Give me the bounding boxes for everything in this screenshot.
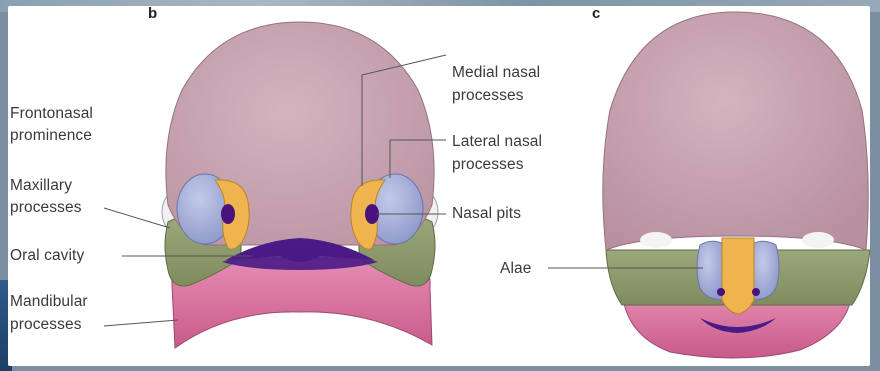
label-medial-nasal-line1: Medial nasal — [452, 63, 540, 82]
label-frontonasal-line2: prominence — [10, 126, 92, 145]
medial-nasal-c — [722, 238, 754, 314]
label-frontonasal-line1: Frontonasal — [10, 104, 93, 123]
label-mandibular-line1: Mandibular — [10, 292, 88, 311]
panel-c-drawing — [548, 12, 870, 358]
label-maxillary-line2: processes — [10, 198, 82, 217]
label-medial-nasal-line2: processes — [452, 86, 524, 105]
label-alae: Alae — [500, 259, 531, 278]
nostril-right-c — [752, 288, 760, 296]
head-c — [603, 12, 868, 250]
leader-mandibular — [104, 320, 178, 326]
eye-spot-right-c — [802, 232, 834, 248]
label-mandibular-line2: processes — [10, 315, 82, 334]
label-oral-cavity: Oral cavity — [10, 246, 84, 265]
label-lateral-nasal-line2: processes — [452, 155, 524, 174]
leader-maxillary — [104, 208, 170, 228]
panel-b-drawing — [104, 22, 446, 348]
eye-spot-left-c — [640, 232, 672, 248]
label-lateral-nasal-line1: Lateral nasal — [452, 132, 542, 151]
panel-letter-b: b — [148, 5, 157, 22]
panel-letter-c: c — [592, 5, 600, 22]
label-nasal-pits: Nasal pits — [452, 204, 521, 223]
nostril-left-c — [717, 288, 725, 296]
nasal-pit-left — [221, 204, 235, 224]
label-maxillary-line1: Maxillary — [10, 176, 72, 195]
